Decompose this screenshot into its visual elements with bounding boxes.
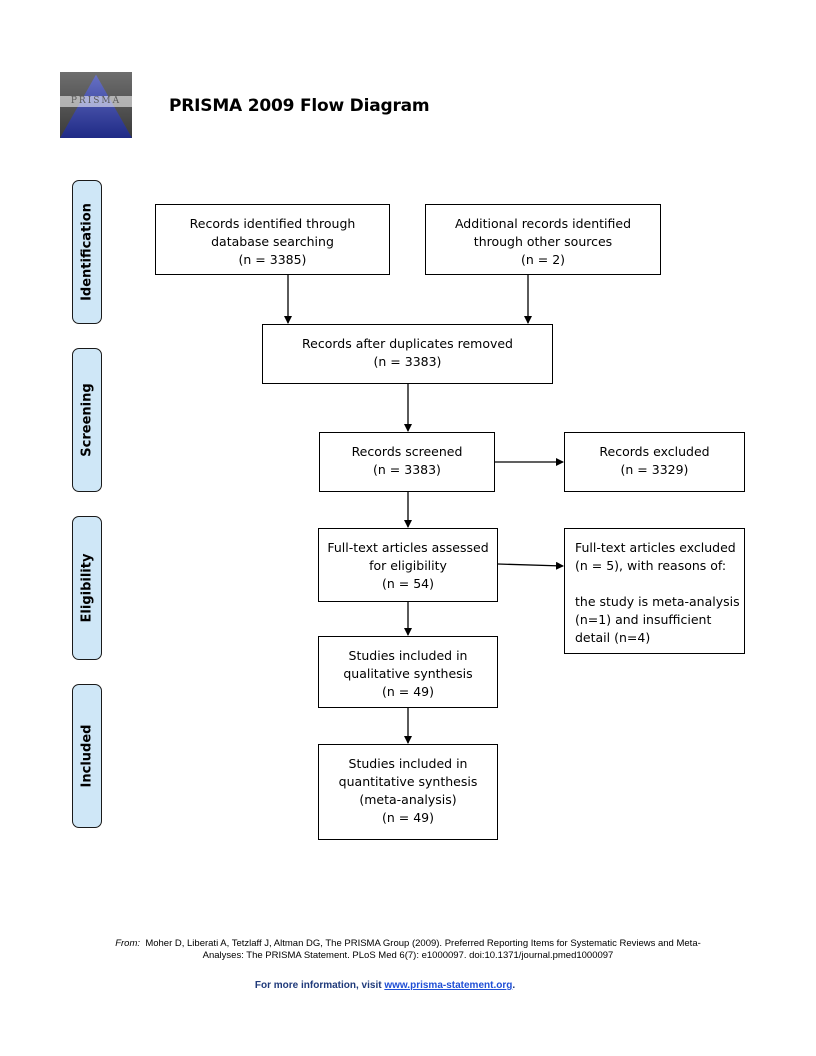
arrow-fulltext-to-excluded (497, 561, 564, 570)
more-info: For more information, visit www.prisma-s… (0, 980, 770, 991)
phase-included: Included (72, 684, 102, 828)
page-title: PRISMA 2009 Flow Diagram (169, 96, 430, 116)
box-records-excluded: Records excluded(n = 3329) (564, 432, 745, 492)
phase-eligibility: Eligibility (72, 516, 102, 660)
more-info-suffix: . (512, 980, 516, 991)
box-duplicates-removed: Records after duplicates removed(n = 338… (262, 324, 553, 384)
more-info-prefix: For more information, visit (254, 980, 385, 991)
prisma-website-link[interactable]: www.prisma-statement.org (384, 980, 513, 991)
citation: From: Moher D, Liberati A, Tetzlaff J, A… (60, 938, 756, 962)
phase-screening: Screening (72, 348, 102, 492)
logo-text: PRISMA (60, 96, 132, 107)
prisma-logo: PRISMA (60, 72, 132, 138)
citation-line-1: Moher D, Liberati A, Tetzlaff J, Altman … (145, 938, 701, 949)
box-fulltext-excluded: Full-text articles excluded(n = 5), with… (564, 528, 745, 654)
citation-from-label: From: (115, 938, 141, 949)
box-records-screened: Records screened(n = 3383) (319, 432, 495, 492)
phase-identification: Identification (72, 180, 102, 324)
citation-line-2: Analyses: The PRISMA Statement. PLoS Med… (202, 950, 614, 961)
